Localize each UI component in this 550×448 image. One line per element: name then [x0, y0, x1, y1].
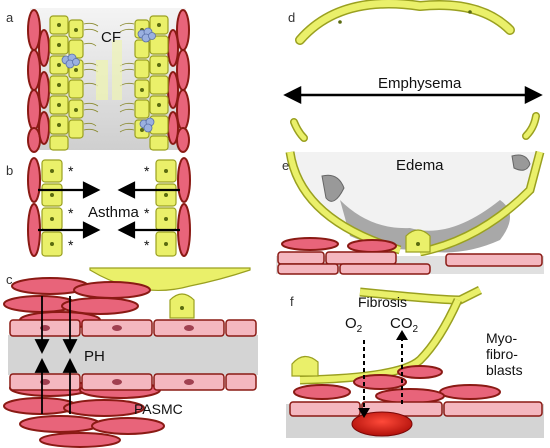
mucus-plug-left — [61, 53, 80, 69]
svg-text:*: * — [68, 163, 74, 179]
panel-c-pulmonary-hypertension: c PH PASMC — [3, 267, 258, 448]
panel-b-asthma: * * * * * * b Asthma — [6, 157, 191, 258]
panel-e-edema: e Edema — [276, 150, 546, 276]
constriction-arrows — [38, 181, 180, 239]
svg-text:*: * — [68, 205, 74, 221]
co2-label: CO2 — [390, 315, 419, 335]
mucus-markers: * * * * * * — [68, 163, 150, 253]
panel-f-fibrosis: f Fibrosis O2 CO2 Myo- fibro- blasts — [286, 285, 544, 442]
gas-exchange-arrows — [363, 340, 403, 408]
panel-a-label: CF — [101, 29, 121, 46]
panel-e-label: Edema — [396, 157, 444, 174]
panel-b-letter: b — [6, 163, 13, 178]
smooth-muscle-contracted-left — [27, 157, 191, 257]
myofibroblasts — [293, 365, 501, 404]
vessel-lumen — [8, 335, 258, 375]
mucus-plug-right — [137, 27, 156, 133]
o2-label: O2 — [345, 315, 363, 335]
myofibroblasts-label-line1: Myo- — [486, 330, 517, 346]
panel-a-letter: a — [6, 10, 14, 25]
svg-text:*: * — [144, 163, 150, 179]
myofibroblasts-label-line2: fibro- — [486, 346, 518, 362]
myofibroblasts-label-line3: blasts — [486, 362, 523, 378]
svg-text:*: * — [144, 205, 150, 221]
panel-d-letter: d — [288, 10, 295, 25]
panel-e-letter: e — [282, 158, 289, 173]
panel-f-letter: f — [290, 294, 294, 309]
panel-c-label: PH — [84, 348, 105, 365]
panel-d-label: Emphysema — [378, 75, 462, 92]
red-blood-cell — [351, 411, 413, 437]
smooth-muscle-right — [167, 9, 190, 153]
panel-f-label: Fibrosis — [358, 294, 407, 310]
epithelium-left — [49, 15, 84, 151]
panel-c-pasmc-label: PASMC — [134, 401, 183, 417]
smooth-muscle-left — [27, 9, 50, 153]
panel-a-cystic-fibrosis: a CF — [6, 8, 190, 153]
panel-c-letter: c — [6, 272, 13, 287]
vessel-narrowing-arrows — [34, 296, 78, 414]
panel-b-label: Asthma — [88, 204, 140, 221]
panel-d-emphysema: d Emphysema — [283, 0, 543, 142]
svg-text:*: * — [68, 237, 74, 253]
expansion-arrow — [283, 85, 543, 105]
svg-text:*: * — [144, 237, 150, 253]
